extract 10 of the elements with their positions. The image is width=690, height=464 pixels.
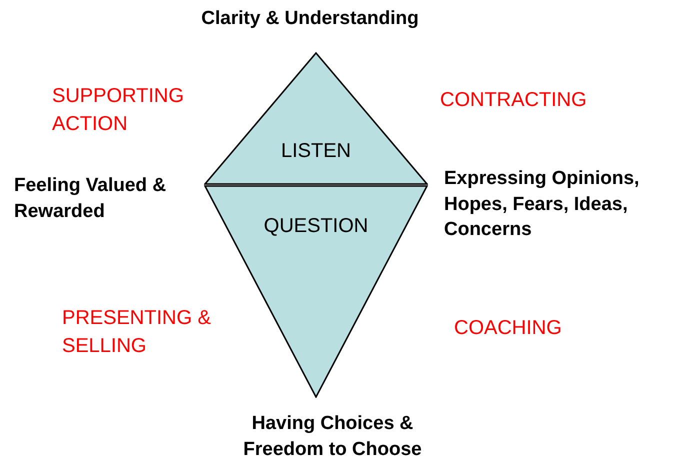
stage-label: CONTRACTING (440, 89, 587, 111)
corner-label: Expressing Opinions, Hopes, Fears, Ideas, Concerns (444, 168, 640, 240)
stage-label: COACHING (454, 317, 562, 339)
segment-label: QUESTION (264, 215, 368, 237)
stage-label: SUPPORTING ACTION (52, 85, 184, 135)
stage-label: PRESENTING & SELLING (62, 307, 211, 357)
corner-label: Feeling Valued & Rewarded (14, 175, 166, 222)
corner-label: Having Choices & Freedom to Choose (243, 413, 422, 460)
segment-label: LISTEN (280, 140, 352, 162)
corner-label: Clarity & Understanding (201, 8, 419, 29)
